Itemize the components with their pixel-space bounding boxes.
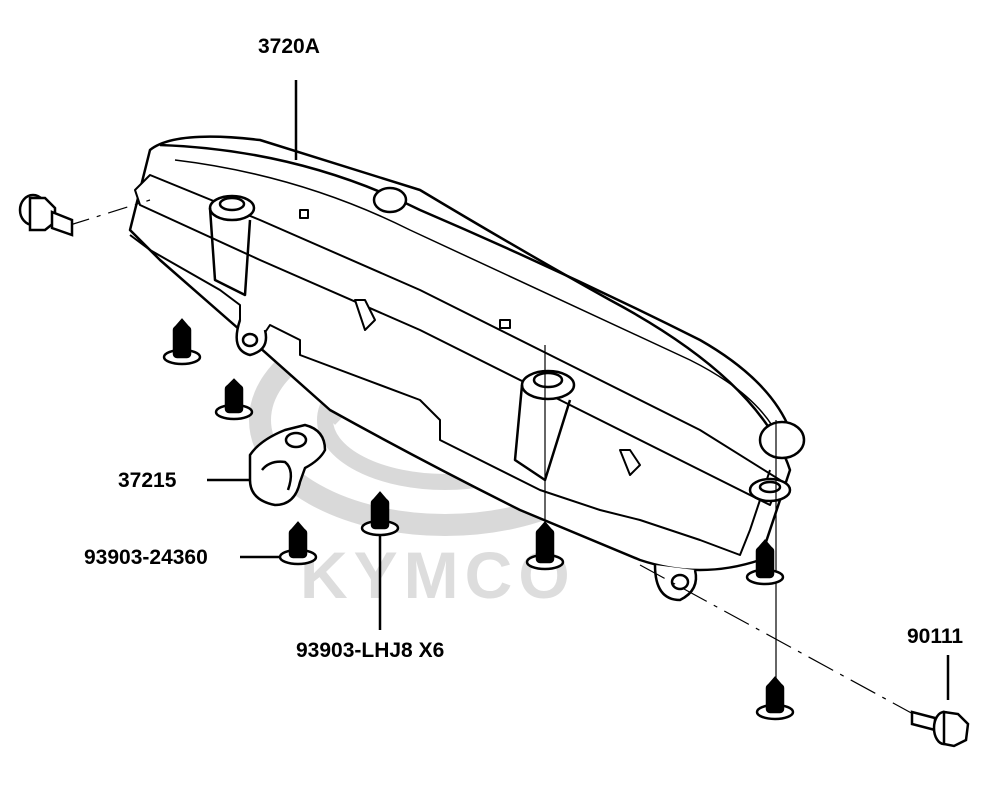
screw-93903-24360	[278, 521, 318, 566]
alignment-lines	[69, 199, 916, 716]
instrument-cluster	[128, 135, 806, 602]
leader-lines	[207, 80, 950, 700]
screw-4	[525, 521, 565, 571]
screw-3	[360, 491, 400, 537]
screw-2	[214, 378, 254, 421]
label-37215: 37215	[118, 469, 177, 492]
screw-5	[745, 539, 785, 586]
label-90111: 90111	[907, 625, 964, 648]
screw-group	[162, 318, 795, 721]
bolt-upper-left	[18, 193, 74, 237]
clamp-37215	[248, 423, 327, 507]
label-93903-lhj8: 93903-LHJ8 X6	[296, 639, 445, 662]
label-3720a: 3720A	[258, 35, 320, 58]
label-93903-24360: 93903-24360	[84, 546, 208, 569]
screw-1	[162, 318, 202, 366]
bolt-90111	[910, 710, 970, 748]
screw-6	[755, 676, 795, 721]
kymco-watermark-text: KYMCO	[300, 538, 576, 612]
